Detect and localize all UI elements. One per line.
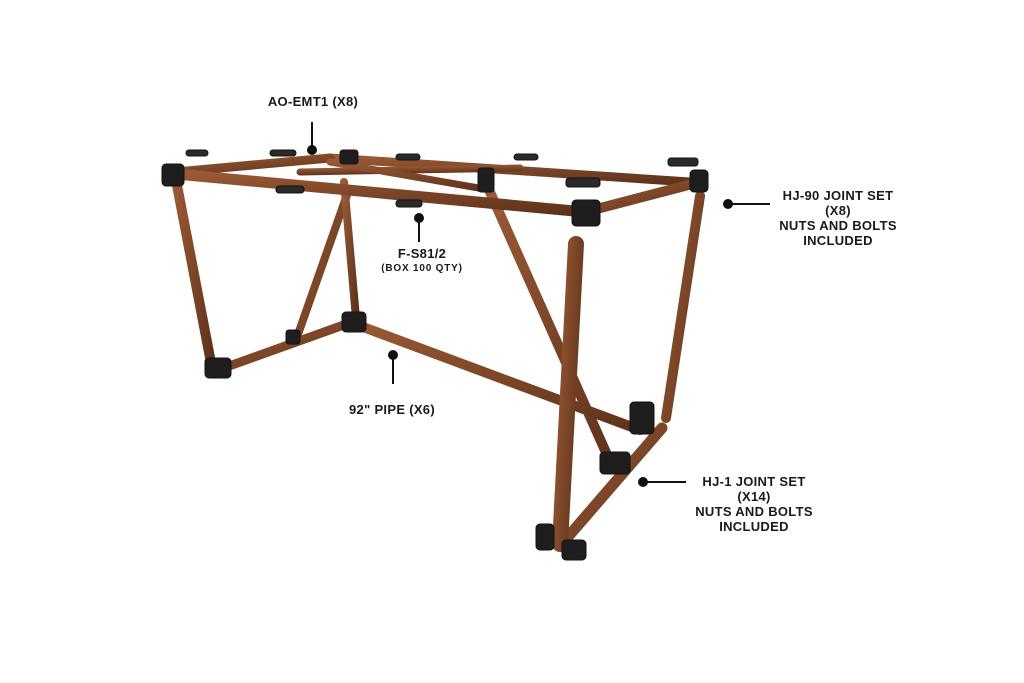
leader-dot [388, 350, 398, 360]
strap [275, 185, 305, 194]
label-ao-emt1: AO-EMT1 (X8) [258, 94, 368, 109]
label-line: INCLUDED [719, 519, 789, 534]
leader-dot [638, 477, 648, 487]
label-line: F-S81/2 [397, 246, 447, 261]
label-f-s81: F-S81/2 (BOX 100 QTY) [374, 246, 470, 276]
strap [185, 149, 209, 157]
strap [513, 153, 539, 161]
label-line: HJ-1 JOINT SET [702, 474, 806, 489]
strap [269, 149, 297, 157]
hj1-joint [285, 329, 301, 345]
hj1-joint [599, 451, 631, 475]
hj90-joint [339, 149, 359, 165]
label-line: NUTS AND BOLTS [695, 504, 813, 519]
hj1-joint [341, 311, 367, 333]
label-hj1-joint-set: HJ-1 JOINT SET (X14) NUTS AND BOLTS INCL… [686, 474, 822, 534]
pipe-bottom-back [213, 317, 357, 375]
label-92-pipe: 92" PIPE (X6) [330, 402, 454, 417]
label-line: INCLUDED [803, 233, 873, 248]
pipe-back-brace [292, 188, 352, 344]
pipe-front-right-leg [552, 236, 584, 552]
label-line: AO-EMT1 (X8) [267, 94, 359, 109]
label-line: (X8) [825, 203, 851, 218]
pipe-top-front [170, 168, 591, 218]
joints [161, 149, 709, 561]
pipes [170, 153, 705, 552]
pipe-straps [185, 149, 699, 208]
hj90-joint [161, 163, 185, 187]
label-line: NUTS AND BOLTS [779, 218, 897, 233]
hj1-joint [477, 167, 495, 193]
label-line: (BOX 100 QTY) [381, 263, 463, 274]
hj1-joint [204, 357, 232, 379]
strap [667, 157, 699, 167]
leader-dot [414, 213, 424, 223]
leader-lines [307, 122, 770, 487]
hj90-joint [571, 199, 601, 227]
label-hj90-joint-set: HJ-90 JOINT SET (X8) NUTS AND BOLTS INCL… [770, 188, 906, 248]
pipe-top-inner [326, 158, 494, 194]
hj90-joint [689, 169, 709, 193]
pipe-back-right-leg [340, 178, 360, 322]
pipe-front-brace [485, 187, 617, 471]
label-line: 92" PIPE (X6) [349, 402, 435, 417]
pipe-top-right-side [580, 177, 705, 217]
strap [565, 177, 601, 188]
label-line: HJ-90 JOINT SET [782, 188, 894, 203]
pipe-right-back-leg [661, 191, 705, 423]
strap [395, 199, 423, 208]
hj1-joint [629, 401, 655, 435]
leader-dot [723, 199, 733, 209]
hj1-joint [535, 523, 555, 551]
pipe-bottom-front [554, 422, 668, 552]
strap [395, 153, 421, 161]
pipe-back-left-leg [171, 175, 217, 373]
leader-dot [307, 145, 317, 155]
pipe-top-left-side [171, 153, 335, 177]
hj1-joint [561, 539, 587, 561]
label-line: (X14) [737, 489, 771, 504]
